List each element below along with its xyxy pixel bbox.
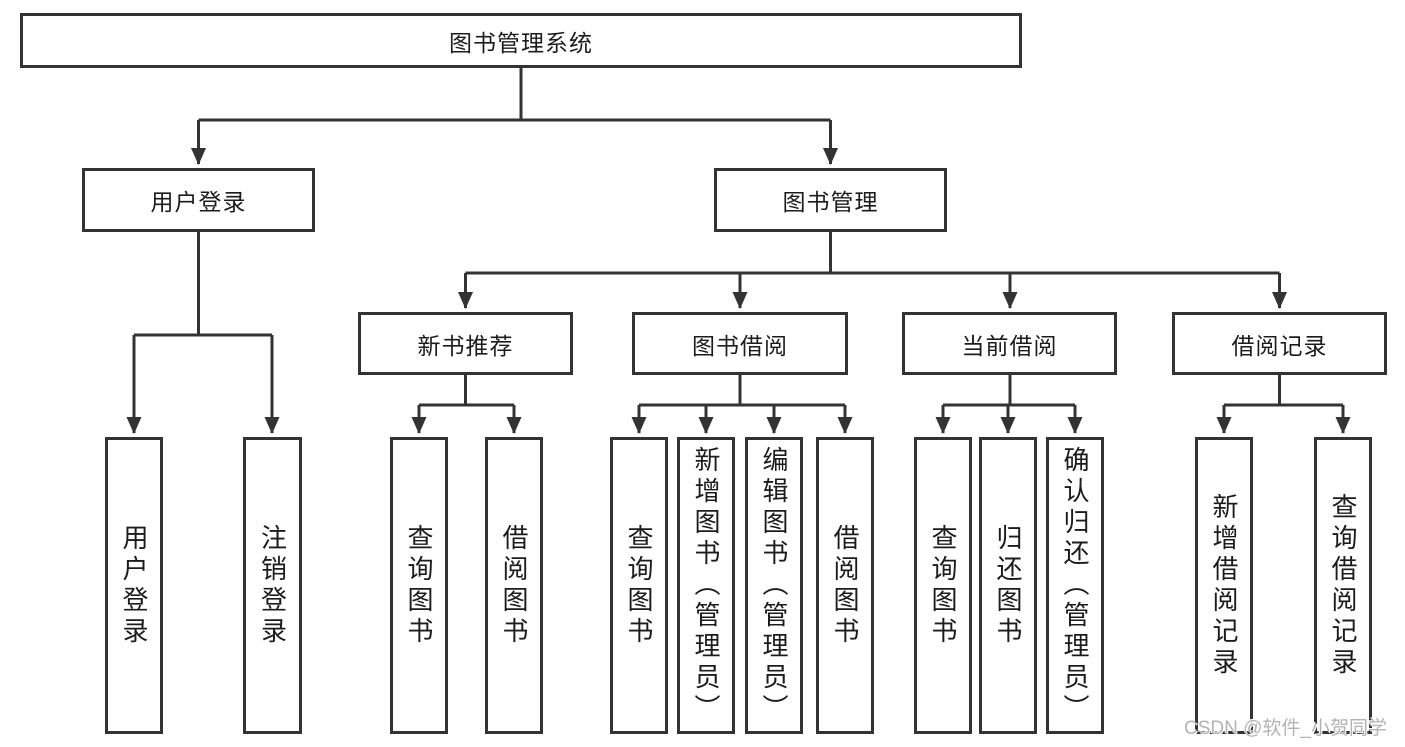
node-new-book-recommend-label: 新书推荐 xyxy=(417,332,514,359)
leaf-newbook-borrow-books-label: 借阅图书 xyxy=(499,523,529,648)
node-user-login-label: 用户登录 xyxy=(150,189,247,215)
node-current-borrow-label: 当前借阅 xyxy=(961,332,1058,359)
leaf-current-confirm-return-admin-label: 确认归还（管理员） xyxy=(1060,446,1090,725)
leaf-records-query-record: 查询借阅记录 xyxy=(1314,437,1372,734)
node-book-borrow-label: 图书借阅 xyxy=(692,332,788,359)
leaf-newbook-borrow-books: 借阅图书 xyxy=(485,437,543,734)
leaf-current-query-books: 查询图书 xyxy=(914,437,972,734)
leaf-borrow-add-books-admin-label: 新增图书（管理员） xyxy=(691,446,721,725)
node-current-borrow: 当前借阅 xyxy=(902,312,1117,375)
leaf-logout: 注销登录 xyxy=(243,437,302,734)
node-book-management-label: 图书管理 xyxy=(782,189,879,215)
leaf-borrow-edit-books-admin: 编辑图书（管理员） xyxy=(745,437,803,734)
leaf-borrow-query-books-label: 查询图书 xyxy=(624,523,654,648)
leaf-logout-label: 注销登录 xyxy=(257,523,288,648)
csdn-watermark: CSDN @软件_小贺同学 xyxy=(1184,718,1387,739)
leaf-records-add-record-label: 新增借阅记录 xyxy=(1209,492,1239,679)
node-borrow-records-label: 借阅记录 xyxy=(1231,332,1328,359)
leaf-current-return-books: 归还图书 xyxy=(979,437,1037,734)
node-root: 图书管理系统 xyxy=(20,13,1022,68)
leaf-records-add-record: 新增借阅记录 xyxy=(1195,437,1253,734)
leaf-borrow-add-books-admin: 新增图书（管理员） xyxy=(677,437,735,734)
leaf-current-return-books-label: 归还图书 xyxy=(993,523,1023,648)
leaf-records-query-record-label: 查询借阅记录 xyxy=(1328,492,1358,679)
leaf-borrow-query-books: 查询图书 xyxy=(610,437,668,734)
node-book-borrow: 图书借阅 xyxy=(632,312,848,375)
node-new-book-recommend: 新书推荐 xyxy=(358,312,573,375)
leaf-user-login: 用户登录 xyxy=(105,437,163,734)
node-root-label: 图书管理系统 xyxy=(449,29,593,56)
leaf-borrow-borrow-books-label: 借阅图书 xyxy=(830,523,860,648)
leaf-current-query-books-label: 查询图书 xyxy=(928,523,958,648)
leaf-current-confirm-return-admin: 确认归还（管理员） xyxy=(1046,437,1104,734)
leaf-newbook-query-books: 查询图书 xyxy=(390,437,448,734)
node-book-management: 图书管理 xyxy=(714,168,947,232)
leaf-user-login-label: 用户登录 xyxy=(119,523,149,648)
node-user-login: 用户登录 xyxy=(82,168,315,232)
node-borrow-records: 借阅记录 xyxy=(1172,312,1387,375)
leaf-newbook-query-books-label: 查询图书 xyxy=(404,523,434,648)
leaf-borrow-borrow-books: 借阅图书 xyxy=(816,437,874,734)
leaf-borrow-edit-books-admin-label: 编辑图书（管理员） xyxy=(759,446,789,725)
